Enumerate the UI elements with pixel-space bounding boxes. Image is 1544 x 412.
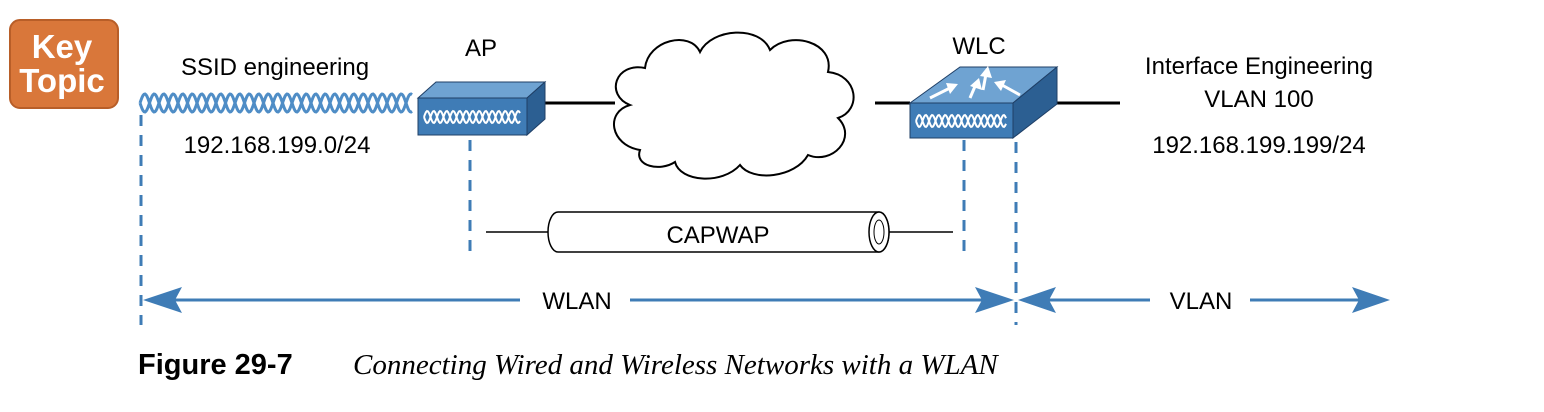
wireless-lan-controller-icon [908,65,1059,140]
wlan-span-arrow [143,287,1014,313]
badge-line-1: Key [32,28,93,65]
wlc-ip-label: 192.168.199.199/24 [1152,132,1366,159]
vlan-span-label: VLAN [1170,288,1233,315]
ssid-label: SSID engineering [181,54,369,81]
vlan-id-label: VLAN 100 [1204,86,1313,113]
badge-line-2: Topic [19,62,105,99]
wlc-label: WLC [952,33,1005,60]
key-topic-badge: Key Topic [9,19,119,109]
capwap-label: CAPWAP [666,222,769,249]
cloud-icon [613,31,855,180]
dashed-guides [139,115,1018,325]
capwap-tunnel-icon [486,211,953,253]
subnet-label: 192.168.199.0/24 [184,132,371,159]
vlan-span-arrow [1018,287,1390,313]
figure-title: Connecting Wired and Wireless Networks w… [353,349,999,381]
access-point-icon [416,80,547,137]
figure-number: Figure 29-7 [138,349,293,381]
ap-label: AP [465,35,497,62]
interface-label: Interface Engineering [1145,53,1373,80]
wireless-wave-icon [138,92,413,114]
wlan-span-label: WLAN [542,288,611,315]
